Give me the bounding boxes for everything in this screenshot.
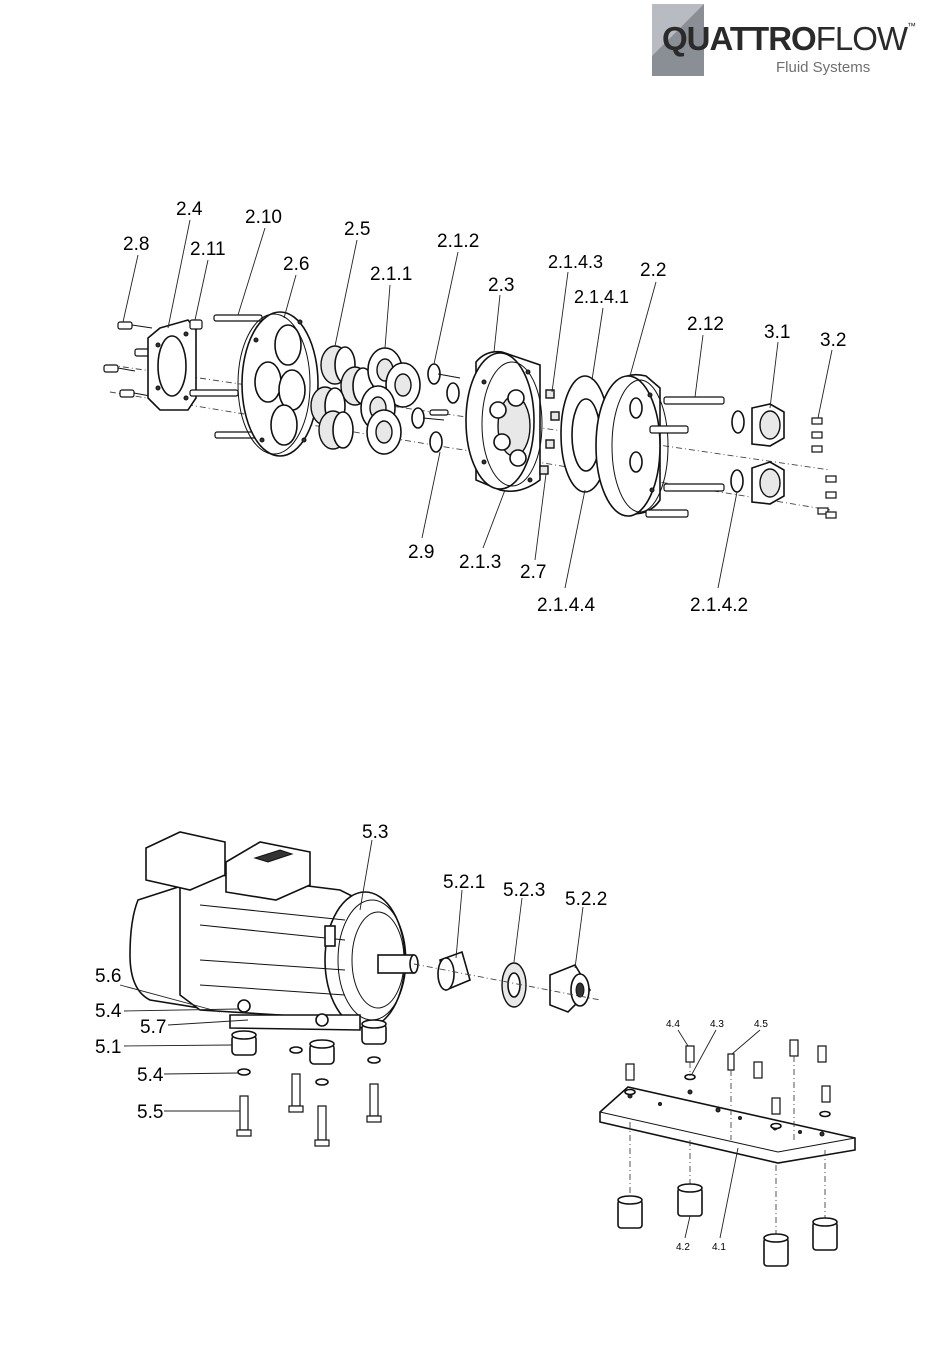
callout-5-1: 5.1 — [95, 1037, 121, 1058]
o-ring-2-1-4-2-bottom — [731, 470, 743, 492]
callout-2-2: 2.2 — [640, 260, 666, 281]
coupling-5-2-1 — [438, 952, 470, 990]
gear-housing-2-3 — [466, 352, 542, 492]
callout-2-1-4-4: 2.1.4.4 — [537, 595, 596, 616]
callout-2-11: 2.11 — [190, 239, 226, 260]
bolts-5-5 — [237, 1074, 381, 1146]
adapter-flange-2-4 — [148, 320, 196, 410]
callout-3-2: 3.2 — [820, 330, 846, 351]
motor-5-3 — [130, 832, 418, 1030]
callout-2-1-1: 2.1.1 — [370, 264, 412, 285]
callout-2-1-4-2: 2.1.4.2 — [690, 595, 748, 616]
o-ring-2-1-4-2-top — [732, 411, 744, 433]
callout-2-10: 2.10 — [245, 207, 282, 228]
spacers-4-2 — [618, 1184, 837, 1266]
callout-5-6: 5.6 — [95, 966, 121, 987]
pump-exploded-view: 2.4 2.10 2.8 2.11 2.5 2.6 2.1.2 2.1.1 2.… — [104, 199, 846, 616]
callout-2-4: 2.4 — [176, 199, 203, 220]
callout-2-1-2: 2.1.2 — [437, 231, 479, 252]
motor-exploded-view: 5.3 5.2.1 5.2.3 5.2.2 5.6 5.4 5.7 5.1 5.… — [95, 822, 607, 1146]
callout-4-4: 4.4 — [666, 1019, 680, 1030]
screws-3-2 — [812, 418, 836, 518]
callout-3-1: 3.1 — [764, 322, 790, 343]
callout-4-1: 4.1 — [712, 1242, 726, 1253]
diaphragms-2-1-1 — [361, 348, 420, 454]
washers-5-4 — [238, 1047, 380, 1085]
callout-2-8: 2.8 — [123, 234, 149, 255]
screws-4-5 — [728, 1054, 734, 1070]
baseplate-exploded-view: 4.4 4.3 4.5 4.2 4.1 — [600, 1019, 855, 1266]
callout-2-1-4-1: 2.1.4.1 — [574, 287, 629, 307]
callout-5-2-3: 5.2.3 — [503, 880, 545, 901]
callout-5-7: 5.7 — [140, 1017, 166, 1038]
callout-2-9: 2.9 — [408, 542, 434, 563]
spider-5-2-3 — [502, 963, 526, 1007]
callout-4-3: 4.3 — [710, 1019, 724, 1030]
callout-5-2-1: 5.2.1 — [443, 872, 485, 893]
callout-5-4-top: 5.4 — [95, 1001, 122, 1022]
nuts-2-7 — [540, 390, 559, 474]
callout-2-5: 2.5 — [344, 219, 370, 240]
callout-5-2-2: 5.2.2 — [565, 889, 607, 910]
callout-2-12: 2.12 — [687, 314, 724, 335]
callout-2-1-3: 2.1.3 — [459, 552, 501, 573]
callout-5-3: 5.3 — [362, 822, 388, 843]
callout-4-5: 4.5 — [754, 1019, 768, 1030]
callout-5-4-bottom: 5.4 — [137, 1065, 164, 1086]
port-flange-3-1 — [752, 404, 784, 504]
baseplate-4-1 — [600, 1087, 855, 1163]
callout-2-1-4-3: 2.1.4.3 — [548, 252, 603, 272]
pin-2-11 — [190, 320, 202, 329]
callout-5-5: 5.5 — [137, 1102, 163, 1123]
cover-2-2 — [596, 375, 668, 516]
callout-4-2: 4.2 — [676, 1242, 690, 1253]
callout-2-3: 2.3 — [488, 275, 514, 296]
callout-2-6: 2.6 — [283, 254, 309, 275]
callout-2-7: 2.7 — [520, 562, 546, 583]
coupling-5-2-2 — [550, 965, 590, 1012]
